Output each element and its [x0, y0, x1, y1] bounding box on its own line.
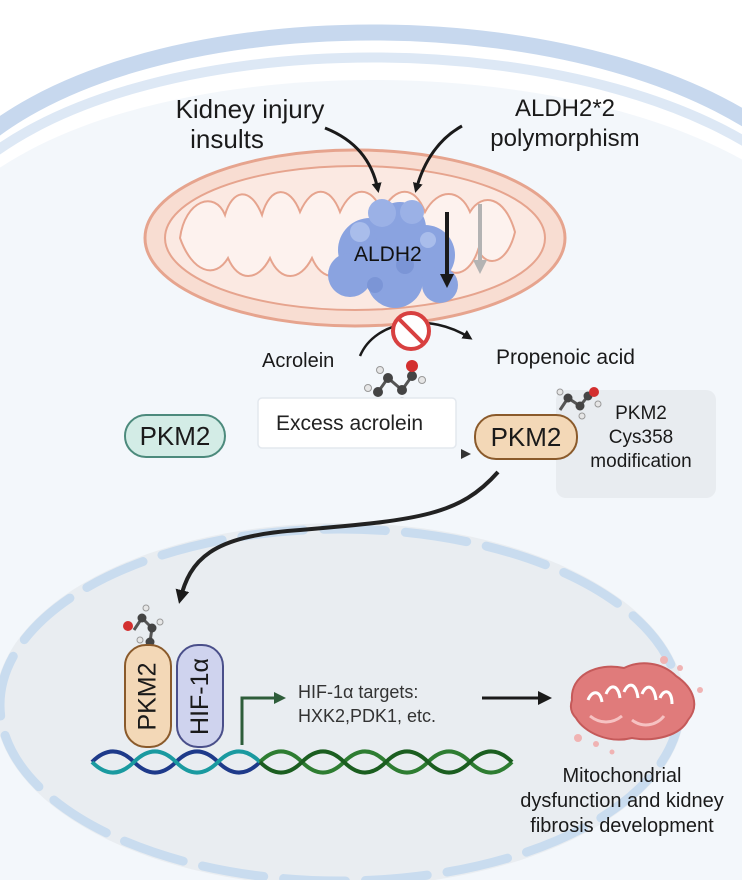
nucleus	[0, 523, 685, 880]
hif1a-node: HIF-1α	[176, 644, 224, 748]
kidney-injury-arrow	[324, 126, 382, 193]
inhibit-icon	[391, 311, 431, 351]
adduct-icon-cytoplasm	[556, 387, 602, 420]
pkm2-modified-label: PKM2	[490, 421, 562, 452]
pkm2-free-label: PKM2	[139, 420, 211, 451]
aldh2-label: ALDH2	[354, 243, 422, 266]
excess-acrolein-label: Excess acrolein	[276, 412, 424, 435]
aldh2-protein-shape	[328, 199, 458, 308]
kidney-injury-line-1: Kidney injury	[175, 94, 325, 124]
pkm2-modified-node: PKM2	[474, 414, 578, 460]
transcription-arrow	[240, 692, 286, 745]
nuclear-translocation-arrow	[175, 470, 500, 604]
polymorphism-line-1: ALDH2*2	[514, 95, 616, 122]
outcome-label: Mitochondrial dysfunction and kidney fib…	[504, 764, 740, 839]
propenoic-acid-label: Propenoic acid	[496, 346, 635, 369]
hif1a-targets-label: HIF-1α targets: HXK2,PDK1, etc.	[298, 680, 436, 728]
outcome-line-2: dysfunction and kidney	[520, 790, 724, 812]
cell-membrane-outer	[0, 24, 742, 136]
dna-helix	[90, 749, 514, 775]
damaged-mitochondrion-icon	[569, 656, 703, 755]
pkm2-nuclear-label: PKM2	[133, 661, 162, 731]
cell-membrane-inner	[0, 52, 742, 155]
outcome-line-1: Mitochondrial	[562, 765, 682, 787]
polymorphism-arrow	[412, 124, 463, 193]
modification-line-3: modification	[590, 451, 692, 472]
acrolein-label: Acrolein	[262, 350, 335, 372]
modification-line-1: PKM2	[615, 403, 667, 424]
excess-acrolein-box	[257, 397, 457, 449]
adduct-icon-nucleus	[123, 604, 164, 647]
polymorphism-line-2: polymorphism	[490, 125, 640, 152]
acrolein-molecule-icon	[364, 360, 426, 407]
modification-panel	[556, 390, 716, 498]
aldh2-polymorphism-label: ALDH2*2 polymorphism	[470, 94, 660, 154]
kidney-injury-label: Kidney injury insults	[150, 94, 350, 154]
outcome-line-3: fibrosis development	[530, 815, 714, 837]
modification-line-2: Cys358	[608, 427, 674, 448]
modification-label: PKM2 Cys358 modification	[566, 402, 716, 474]
pkm2-nuclear-node: PKM2	[124, 644, 172, 748]
targets-line-1: HIF-1α targets:	[298, 682, 419, 702]
targets-line-2: HXK2,PDK1, etc.	[298, 706, 437, 726]
pkm2-free-node: PKM2	[124, 414, 226, 458]
hif1a-label: HIF-1α	[185, 657, 214, 735]
kidney-injury-line-2: insults	[190, 124, 264, 154]
